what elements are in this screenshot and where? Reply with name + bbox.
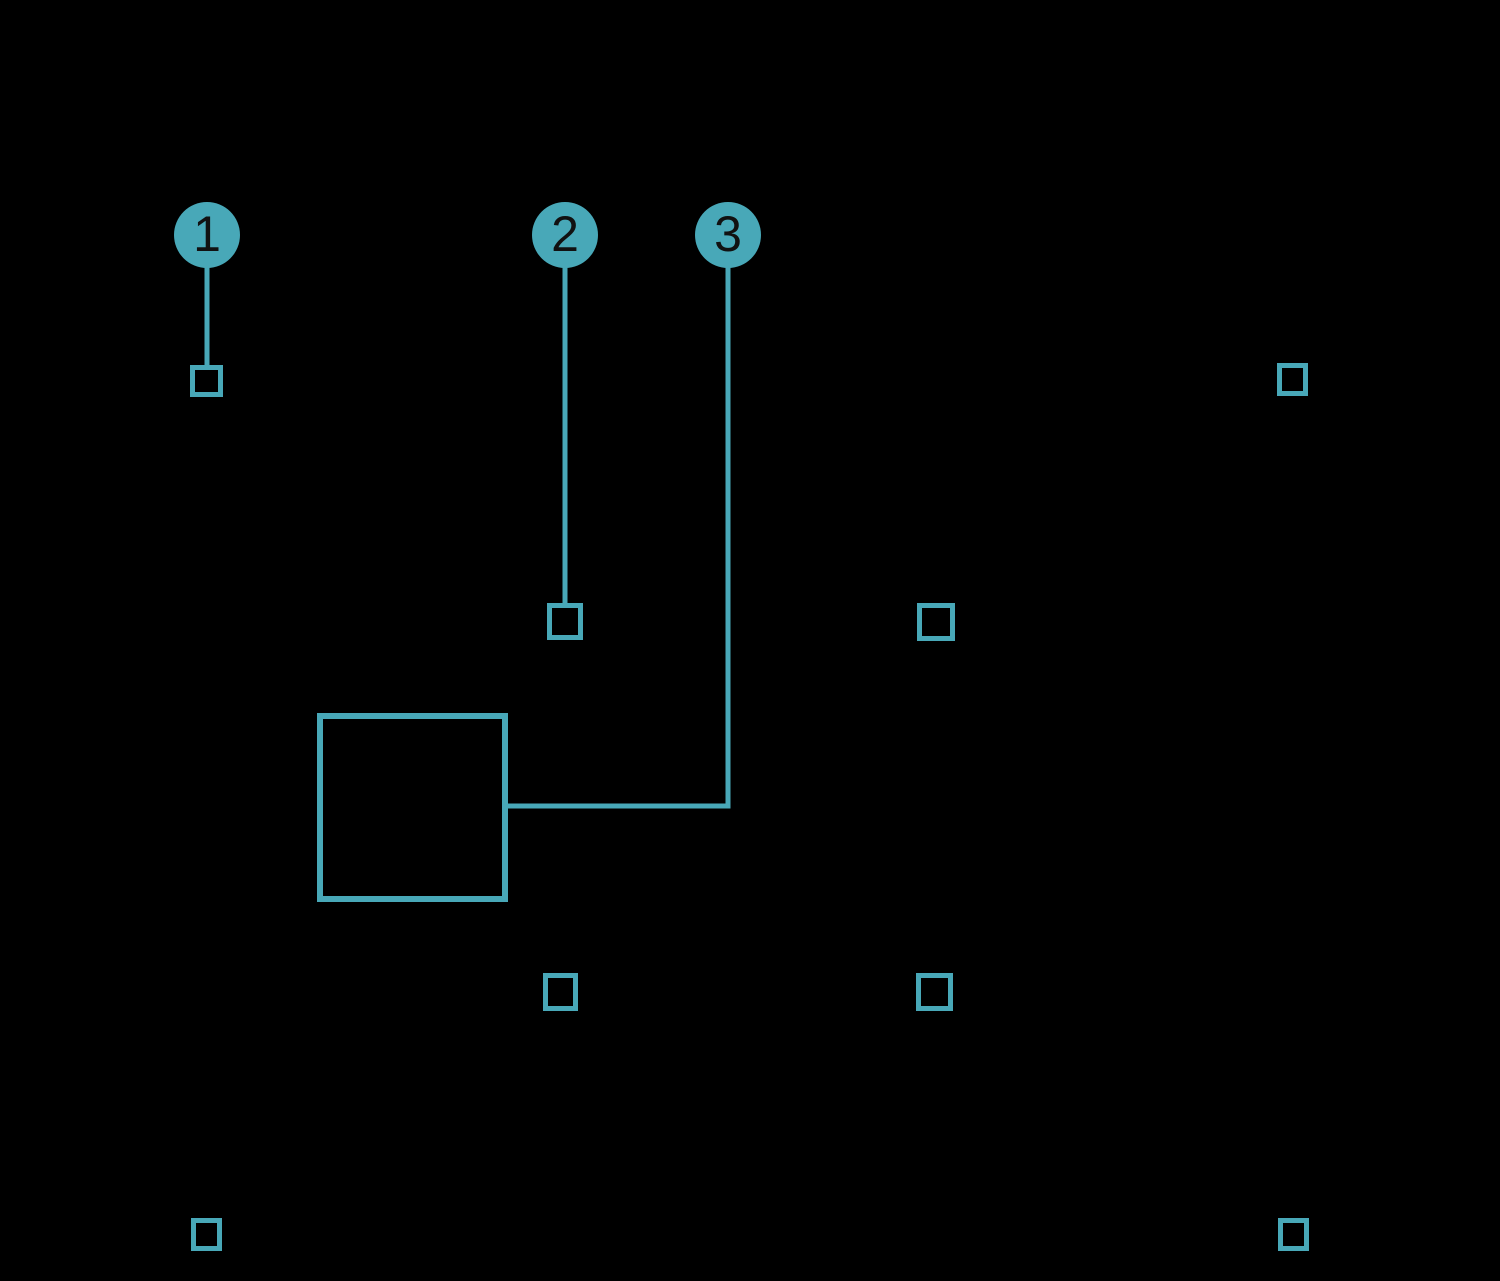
target-box-3-large [317,713,508,902]
highlight-box-2 [1277,363,1308,396]
highlight-box-4 [916,973,953,1011]
target-box-2 [547,603,583,640]
callout-number-2: 2 [551,206,579,262]
callout-badge-2: 2 [532,202,598,268]
highlight-box-3 [543,973,578,1011]
callout-badge-1: 1 [174,202,240,268]
highlight-box-5 [191,1218,222,1251]
callout-number-3: 3 [714,206,742,262]
callout-badge-3: 3 [695,202,761,268]
highlight-box-6 [1278,1218,1309,1251]
leader-line-3 [508,266,731,809]
highlight-box-1 [917,603,955,641]
target-box-1 [190,365,223,397]
callout-number-1: 1 [193,206,221,262]
